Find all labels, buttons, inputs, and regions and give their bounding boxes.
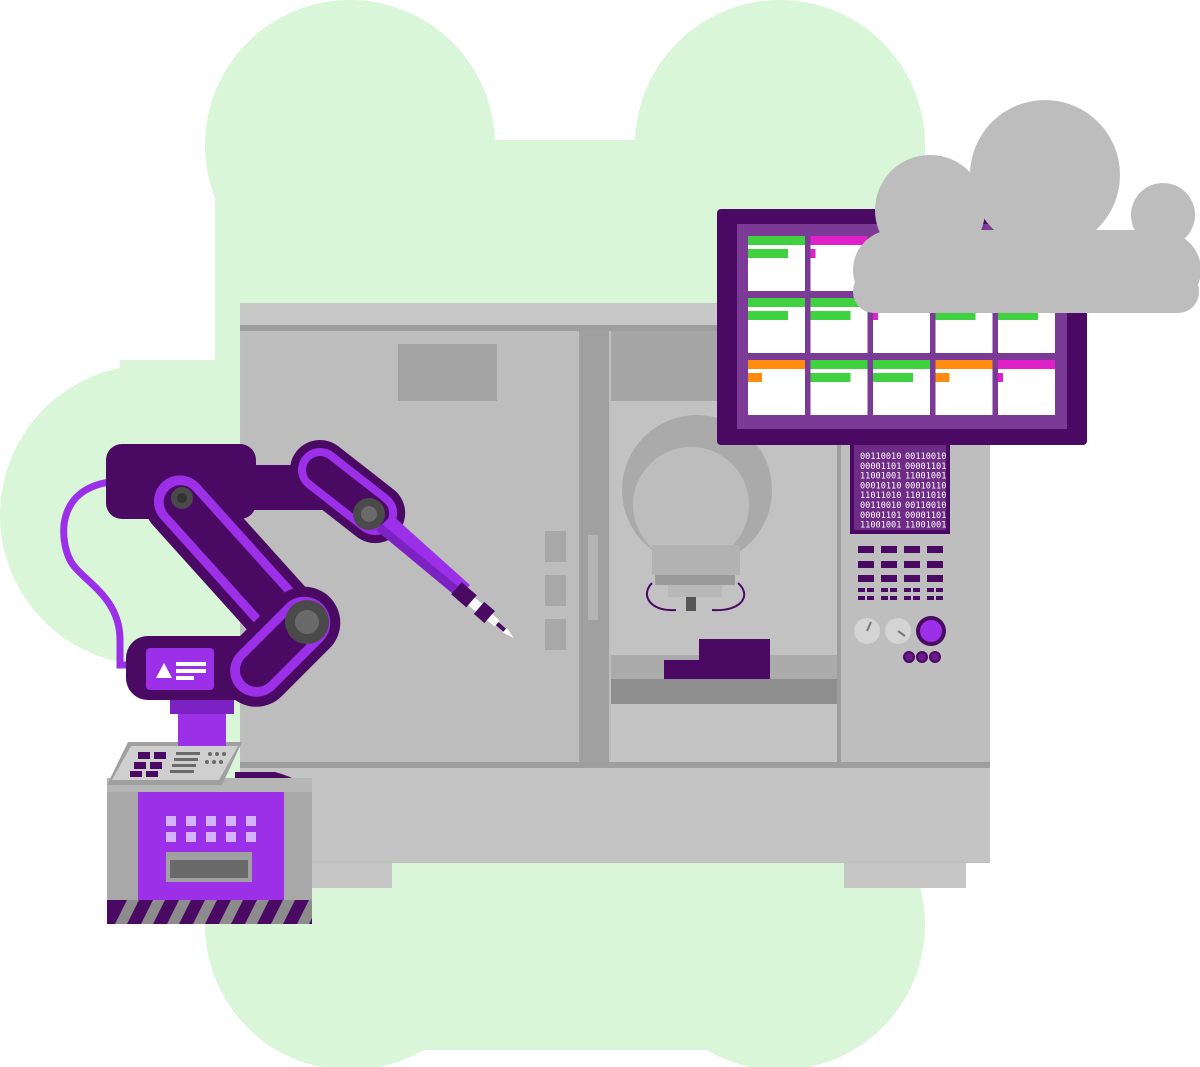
robot-base	[107, 772, 312, 924]
cloud-icon	[853, 100, 1200, 313]
chamber-lower-panel	[611, 704, 837, 762]
dashboard-tile	[810, 360, 868, 415]
status-bar	[935, 311, 976, 320]
binary-code-text: 00001101	[905, 462, 946, 472]
output-slot	[166, 852, 252, 882]
door-latch	[545, 619, 566, 650]
status-bar	[810, 311, 851, 320]
indicator-lights	[903, 651, 941, 663]
dashboard-tile	[748, 360, 805, 415]
binary-code-text: 00110010	[860, 501, 901, 511]
gauge-dial	[885, 618, 911, 644]
status-bar	[998, 311, 1038, 320]
binary-code-text: 00001101	[860, 511, 901, 521]
status-bar	[748, 298, 805, 307]
status-bar	[873, 373, 913, 382]
binary-code-text: 00110010	[905, 501, 946, 511]
status-bar	[810, 298, 868, 307]
machine-foot-left	[312, 862, 392, 888]
robot-control-tablet	[107, 742, 242, 785]
status-bar	[935, 360, 993, 369]
workpiece	[664, 639, 770, 679]
cnc-machine	[240, 303, 990, 888]
machine-label-plate	[398, 344, 497, 401]
status-bar	[748, 360, 805, 369]
binary-code-text: 11011010	[860, 491, 901, 501]
dashboard-tile	[748, 236, 805, 291]
status-bar	[748, 311, 788, 320]
door-latch	[545, 531, 566, 562]
status-bar	[810, 360, 868, 369]
binary-code-text: 11011010	[905, 491, 946, 501]
binary-code-text: 11001001	[860, 521, 901, 531]
dashboard-tile	[810, 298, 868, 353]
status-bar	[998, 373, 1003, 382]
status-bar	[810, 236, 868, 245]
vent-holes	[166, 816, 256, 842]
binary-code-text: 11001001	[860, 472, 901, 482]
status-bar	[998, 360, 1055, 369]
gauge-dial	[854, 618, 880, 644]
door-latch	[545, 575, 566, 606]
arm-cable	[60, 478, 134, 669]
status-bar	[935, 373, 950, 382]
machine-foot-right	[844, 862, 966, 888]
machine-base	[240, 762, 990, 862]
robotic-arm	[60, 440, 514, 746]
dashboard-tile	[873, 360, 930, 415]
status-bar	[873, 311, 878, 320]
status-bar	[748, 373, 762, 382]
binary-code-text: 11001001	[905, 521, 946, 531]
binary-code-text: 00001101	[860, 462, 901, 472]
power-button	[916, 616, 946, 646]
status-bar	[810, 373, 851, 382]
dashboard-tile	[748, 298, 805, 353]
spindle-head	[622, 415, 772, 612]
status-bar	[748, 249, 788, 258]
binary-code-text: 00110010	[905, 452, 946, 462]
binary-code-text: 11001001	[905, 472, 946, 482]
status-bar	[873, 360, 930, 369]
binary-code-text: 00001101	[905, 511, 946, 521]
dashboard-tile	[935, 360, 993, 415]
binary-code-text: 00010110	[860, 481, 901, 491]
status-bar	[810, 249, 816, 258]
binary-code-text: 00110010	[860, 452, 901, 462]
dashboard-tile	[998, 360, 1055, 415]
binary-code-text: 00010110	[905, 481, 946, 491]
keypad	[858, 546, 943, 600]
status-bar	[748, 236, 805, 245]
